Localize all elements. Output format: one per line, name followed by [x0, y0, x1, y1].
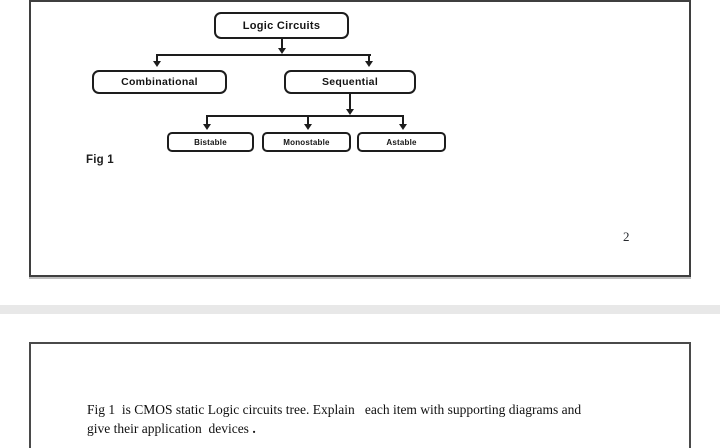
arrow-down-icon: [365, 61, 373, 67]
connector-sequential-stem: [349, 94, 351, 110]
diagram-node-bistable: Bistable: [167, 132, 254, 152]
arrow-down-icon: [203, 124, 211, 130]
figure-caption: Fig 1: [86, 154, 114, 166]
connector-to-astable: [402, 115, 404, 124]
page-number: 2: [623, 229, 630, 244]
page-2: Fig 1 is CMOS static Logic circuits tree…: [29, 342, 691, 448]
arrow-down-icon: [278, 48, 286, 54]
logic-circuits-tree-diagram: Logic Circuits Combinational Sequential …: [31, 2, 689, 275]
question-line-2: give their application devices: [87, 421, 253, 436]
page-1: Logic Circuits Combinational Sequential …: [29, 0, 691, 277]
question-text: Fig 1 is CMOS static Logic circuits tree…: [87, 400, 581, 438]
connector-to-bistable: [206, 115, 208, 124]
question-terminator: .: [252, 421, 256, 436]
page-gap-band: [0, 305, 720, 314]
diagram-node-logic-circuits: Logic Circuits: [214, 12, 349, 39]
connector-to-sequential: [368, 54, 370, 62]
connector-level2-rail: [156, 54, 371, 56]
diagram-node-monostable: Monostable: [262, 132, 351, 152]
arrow-down-icon: [304, 124, 312, 130]
connector-to-monostable: [307, 115, 309, 124]
connector-level3-rail: [206, 115, 404, 117]
arrow-down-icon: [153, 61, 161, 67]
connector-to-combinational: [156, 54, 158, 62]
diagram-node-combinational: Combinational: [92, 70, 227, 94]
arrow-down-icon: [399, 124, 407, 130]
arrow-down-icon: [346, 109, 354, 115]
diagram-node-astable: Astable: [357, 132, 446, 152]
diagram-node-sequential: Sequential: [284, 70, 416, 94]
question-line-1: Fig 1 is CMOS static Logic circuits tree…: [87, 402, 582, 417]
connector-root-stem: [281, 39, 283, 49]
